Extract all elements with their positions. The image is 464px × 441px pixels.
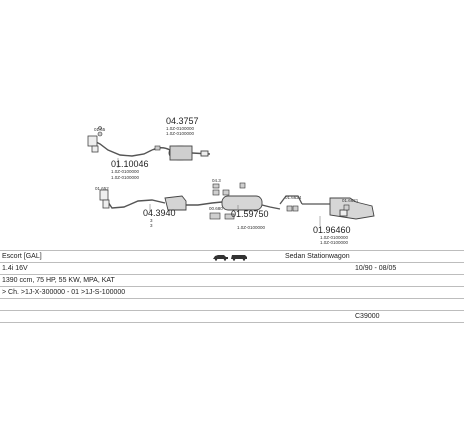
part-label-5-sub1: 3 bbox=[150, 218, 153, 223]
info-row-specs: 1390 ccm, 75 HP, 55 KW, MPA, KAT bbox=[0, 275, 464, 287]
centre-silencer bbox=[221, 195, 263, 211]
catalytic-converter-upper bbox=[168, 145, 211, 161]
info-row-engine: 1.4i 16V 10/90 - 08/05 bbox=[0, 263, 464, 275]
flange-upper bbox=[87, 135, 99, 153]
part-label-5-sub2: 3 bbox=[150, 223, 153, 228]
part-label-10: 01.96460 bbox=[313, 225, 351, 235]
engine: 1.4i 16V bbox=[2, 265, 28, 272]
rear-silencer bbox=[279, 195, 375, 220]
part-label-2-sub2: 1.0Z-0100000 bbox=[166, 131, 195, 136]
chassis-range: > Ch. >1J-X-300000 - 01 >1J-S-100000 bbox=[2, 289, 126, 296]
part-label-4: 01.652 bbox=[95, 186, 109, 191]
part-markers-upper bbox=[97, 126, 161, 151]
body-type: Sedan Stationwagon bbox=[285, 253, 350, 260]
part-label-2: 04.3757 bbox=[166, 116, 199, 126]
part-label-7: 00.680 bbox=[209, 206, 223, 211]
table-top-border bbox=[0, 250, 464, 251]
part-label-8: 01.59750 bbox=[231, 209, 269, 219]
catalogue-code: C39000 bbox=[355, 313, 380, 320]
front-pipe-upper bbox=[91, 139, 171, 157]
part-label-10-sub2: 1.0Z-0100000 bbox=[320, 240, 349, 245]
car-body-icons bbox=[212, 253, 248, 265]
model-name: Escort [GAL] bbox=[2, 253, 42, 260]
engine-specs: 1390 ccm, 75 HP, 55 KW, MPA, KAT bbox=[2, 277, 115, 284]
exhaust-system-diagram: 01.65 04.3757 1.0Z-0100000 1.0Z-0100000 … bbox=[87, 116, 375, 245]
info-row-code: C39000 bbox=[0, 311, 464, 323]
part-label-5: 04.3940 bbox=[143, 208, 176, 218]
info-row-blank bbox=[0, 299, 464, 311]
info-row-model: Escort [GAL] Sedan Stationwagon bbox=[0, 251, 464, 263]
catalytic-converter-lower bbox=[164, 195, 187, 211]
part-label-10-sub1: 1.0Z-0100000 bbox=[320, 235, 349, 240]
part-label-2-sub1: 1.0Z-0100000 bbox=[166, 126, 195, 131]
part-label-3: 01.10046 bbox=[111, 159, 149, 169]
production-years: 10/90 - 08/05 bbox=[355, 265, 397, 272]
part-label-3-sub2: 1.0Z-0100000 bbox=[111, 175, 140, 180]
middle-pipe bbox=[103, 195, 281, 210]
part-label-8-sub1: 1.0Z-0100000 bbox=[237, 225, 266, 230]
leader-lines bbox=[117, 158, 321, 226]
part-label-9: 01.6624 bbox=[285, 195, 302, 200]
part-label-3-sub1: 1.0Z-0100000 bbox=[111, 169, 140, 174]
flange-lower bbox=[99, 189, 110, 209]
part-label-11: 01.6621 bbox=[342, 198, 359, 203]
part-label-6: 04.3 bbox=[212, 178, 221, 183]
part-label-1: 01.65 bbox=[94, 127, 106, 132]
mounting-rubbers bbox=[209, 182, 350, 220]
info-row-chassis: > Ch. >1J-X-300000 - 01 >1J-S-100000 bbox=[0, 287, 464, 299]
car-silhouette-icon bbox=[213, 255, 247, 261]
